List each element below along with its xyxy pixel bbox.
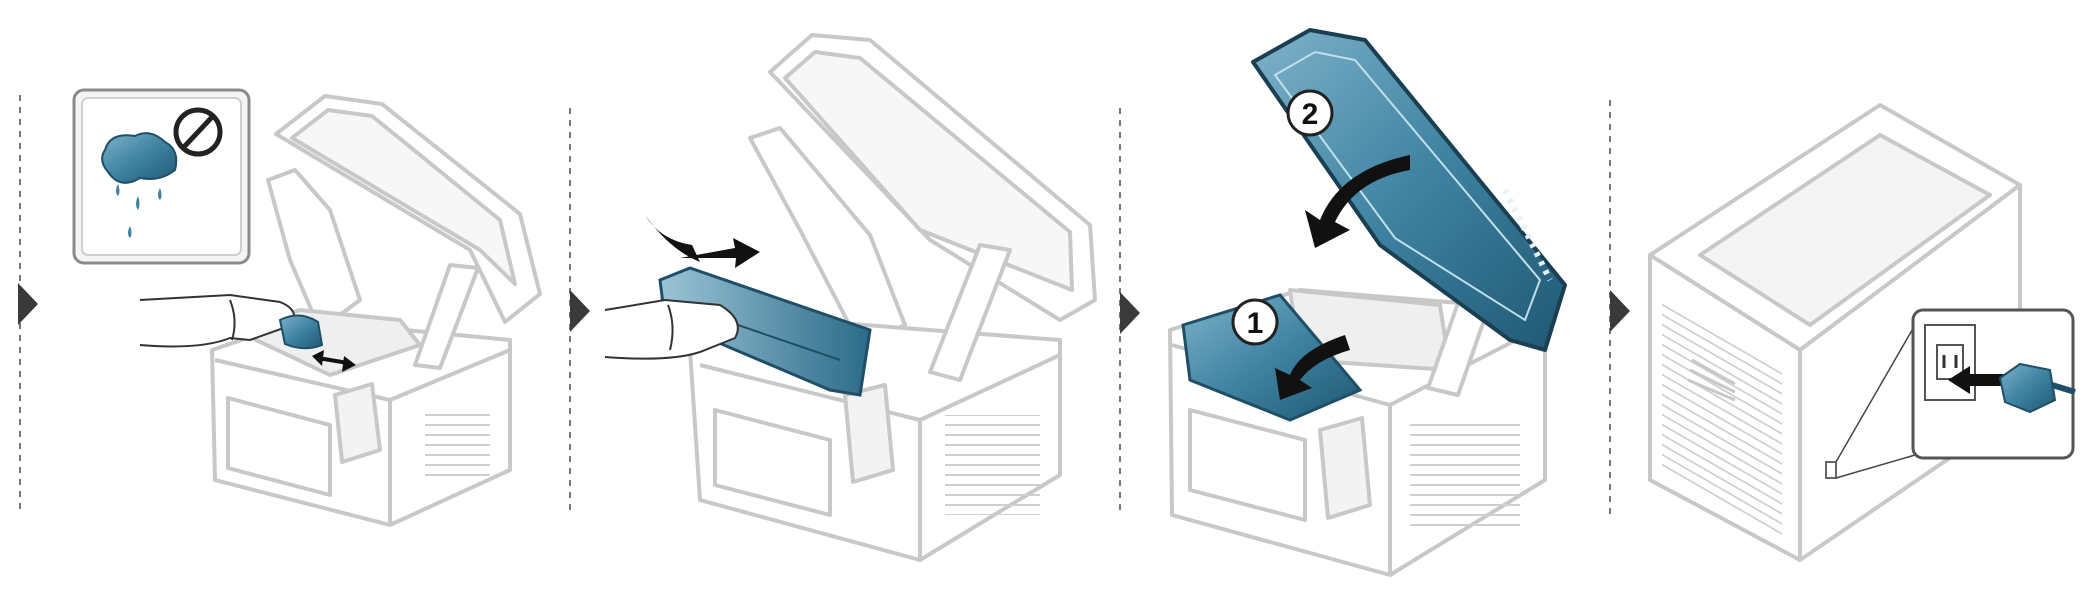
hand-with-cloth-1 [139,293,356,372]
badge-1: 1 [1231,298,1279,346]
printer-closed [1648,103,2022,562]
badge-1-label: 1 [1247,307,1264,340]
power-plug-icon [1998,362,2076,414]
printer-open-2 [688,33,1097,562]
step-3-panel: 1 2 [1168,28,1567,577]
step-triangles [18,283,1630,334]
power-socket [1825,461,1837,479]
step-arrow-3-icon [1120,292,1140,334]
step-arrow-1-icon [18,283,38,325]
no-wet-cloth-box [72,88,251,265]
power-plug-callout [1911,308,2076,460]
badge-2: 2 [1286,89,1334,137]
step-4-panel [1648,103,2076,562]
hand-holding-cartridge [604,298,739,360]
prohibited-icon [173,107,223,157]
step-2-panel [604,33,1097,562]
double-arrow-icon-1 [312,350,356,372]
step-arrow-4-icon [1610,290,1630,332]
wet-cloth-icon [101,132,178,238]
step-arrow-2-icon [570,290,590,332]
step-1-panel [72,88,542,527]
inner-cover [1181,293,1363,422]
close-arrows [1275,155,1410,400]
badge-2-label: 2 [1302,98,1319,131]
plug-arrow-icon [1948,366,2005,394]
printer-open-1 [210,94,542,527]
remove-arrow-icon [645,215,760,268]
